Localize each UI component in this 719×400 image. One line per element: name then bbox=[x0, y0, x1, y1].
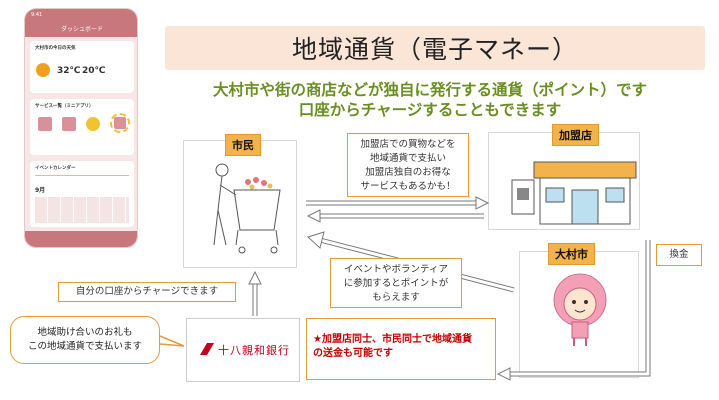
phone-mockup: 9:41 ダッシュボード 大村市の今日の天気 32℃ 20℃ サービス一覧（ミニ… bbox=[24, 8, 138, 248]
service-icon-wallet[interactable] bbox=[114, 117, 126, 129]
bank-name: 十八親和銀行 bbox=[218, 344, 290, 357]
note-line: イベントやボランティア bbox=[344, 264, 448, 275]
note-line: に参加するとポイントが bbox=[343, 278, 449, 289]
events-heading: イベントカレンダー bbox=[35, 166, 76, 171]
merchant-purchase-note: 加盟店での買物などを 地域通貨で支払い 加盟店独自のお得な サービスもあるかも！ bbox=[347, 133, 469, 197]
phone-header: ダッシュボード bbox=[25, 23, 137, 37]
page-title: 地域通貨（電子マネー） bbox=[291, 35, 578, 64]
tab-underline bbox=[35, 175, 129, 176]
title-band bbox=[165, 26, 705, 70]
citizen-label: 市民 bbox=[225, 134, 261, 156]
service-icon-1[interactable] bbox=[38, 117, 52, 131]
phone-bottom-nav[interactable] bbox=[25, 231, 137, 247]
charge-note: 自分の口座からチャージできます bbox=[58, 282, 236, 302]
note-line: 加盟店での買物などを bbox=[360, 139, 456, 150]
note-line: 加盟店独自のお得な bbox=[365, 167, 451, 178]
note-line: サービスもあるかも！ bbox=[360, 181, 456, 192]
arrow-exchange-loop bbox=[496, 240, 651, 381]
phone-time: 9:41 bbox=[31, 12, 43, 18]
arrow-merchant-to-citizen bbox=[306, 209, 484, 223]
city-label: 大村市 bbox=[548, 243, 595, 265]
highlight-circle bbox=[110, 113, 130, 133]
weather-card: 大村市の今日の天気 32℃ 20℃ bbox=[30, 41, 134, 93]
subtitle-line-2: 口座からチャージすることもできます bbox=[298, 101, 562, 119]
bubble-line: この地域通貨で支払います bbox=[27, 341, 142, 352]
services-card: サービス一覧（ミニアプリ） bbox=[30, 99, 134, 155]
temp-high: 32℃ bbox=[57, 66, 81, 76]
note-line: ★加盟店同士、市民同士で地域通貨 bbox=[313, 334, 472, 345]
weather-heading: 大村市の今日の天気 bbox=[35, 46, 76, 51]
sun-icon bbox=[36, 63, 50, 77]
arrow-bank-to-citizen bbox=[248, 270, 262, 316]
arrow-citizen-to-merchant bbox=[306, 196, 490, 210]
speech-bubble: 地域助け合いのお礼も この地域通貨で支払います bbox=[10, 316, 160, 364]
note-line: の送金も可能です bbox=[313, 348, 393, 359]
subtitle-line-1: 大村市や街の商店などが独自に発行する通貨（ポイント）です bbox=[212, 81, 647, 99]
calendar-grid[interactable] bbox=[35, 197, 129, 223]
event-calendar-card: イベントカレンダー 9月 bbox=[30, 161, 134, 227]
service-icon-3[interactable] bbox=[86, 117, 100, 131]
bubble-line: 地域助け合いのお礼も bbox=[37, 327, 133, 338]
temp-low: 20℃ bbox=[82, 66, 106, 76]
calendar-month: 9月 bbox=[35, 187, 46, 194]
event-points-note: イベントやボランティア に参加するとポイントが もらえます bbox=[330, 258, 462, 308]
phone-status-bar: 9:41 bbox=[25, 9, 137, 23]
transfer-note: ★加盟店同士、市民同士で地域通貨 の送金も可能です bbox=[306, 318, 496, 380]
service-icon-2[interactable] bbox=[62, 117, 76, 131]
note-line: もらえます bbox=[372, 292, 420, 303]
services-heading: サービス一覧（ミニアプリ） bbox=[35, 104, 94, 109]
merchant-label: 加盟店 bbox=[552, 124, 599, 146]
note-line: 地域通貨で支払い bbox=[369, 153, 446, 164]
exchange-note: 換金 bbox=[656, 244, 702, 266]
